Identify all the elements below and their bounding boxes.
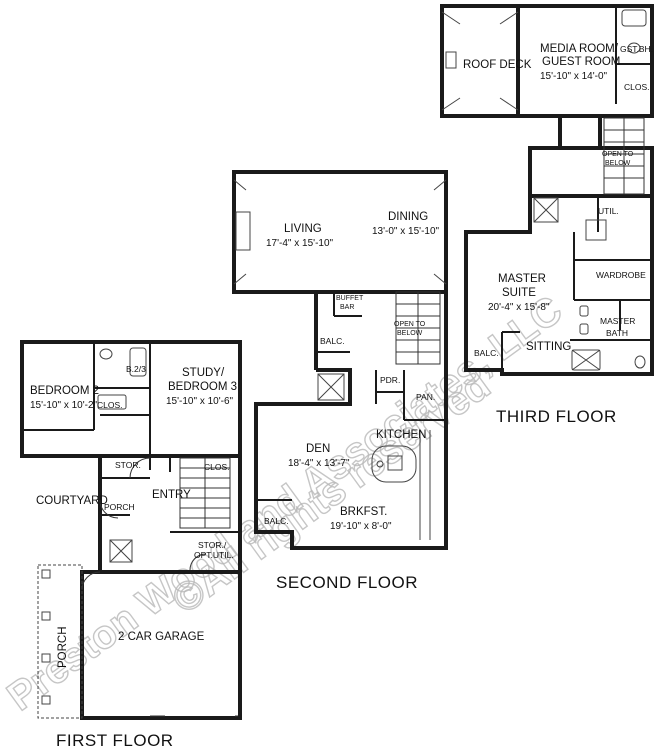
second-floor-mech-box: [317, 373, 345, 401]
third-open-below-label-2: BELOW: [605, 160, 631, 167]
guest-bath-label: GST.BH.: [620, 44, 653, 54]
living-fireplace: [235, 211, 251, 251]
kitchen-counter: [419, 430, 431, 540]
kitchen-label: KITCHEN: [376, 429, 426, 441]
media-dims: 15'-10" x 14'-0": [540, 71, 608, 82]
study-label-1: STUDY/: [182, 367, 225, 379]
media-room-walls: [518, 4, 654, 118]
second-floor-mech-box-x: [317, 373, 345, 401]
kitchen-island: [371, 445, 417, 483]
third-open-below-label-1: OPEN TO: [602, 151, 634, 158]
first-floor-mech-box: [109, 539, 133, 563]
entry-label: ENTRY: [152, 489, 191, 501]
first-floor-bath-fixtures: [97, 347, 147, 410]
third-floor-connector-walls: [528, 116, 654, 198]
stor-util-label-2: OPT.UTIL.: [194, 550, 234, 560]
first-floor-stair: [179, 457, 231, 529]
brkfst-dims: 19'-10" x 8'-0": [330, 521, 392, 532]
sitting-label: SITTING: [526, 341, 571, 353]
first-stor-label: STOR.: [115, 460, 141, 470]
first-floor-mech-box-x: [109, 539, 133, 563]
roof-deck-label: ROOF DECK: [463, 59, 532, 71]
brkfst-label: BRKFST.: [340, 506, 387, 518]
third-floor-title: THIRD FLOOR: [496, 407, 617, 426]
bedroom2-closet-label: CLOS.: [97, 400, 123, 410]
third-floor-mech-box: [533, 197, 559, 223]
master-wing-walls: [464, 194, 654, 376]
master-label-2: SUITE: [502, 287, 536, 299]
pan-label: PAN.: [416, 392, 435, 402]
second-balc-bottom-label: BALC.: [264, 516, 289, 526]
den-dims: 18'-4" x 13'-7": [288, 458, 350, 469]
second-floor-plan: LIVING 17'-4" x 15'-10" DINING 13'-0" x …: [232, 170, 448, 592]
bedroom2-dims: 15'-10" x 10'-2": [30, 400, 98, 411]
second-open-below-label-1: OPEN TO: [394, 321, 426, 328]
dining-label: DINING: [388, 211, 428, 223]
living-label: LIVING: [284, 223, 322, 235]
second-floor-stair: [395, 291, 441, 365]
third-closet-label: CLOS.: [624, 82, 650, 92]
second-balc-top-label: BALC.: [320, 336, 345, 346]
first-bath-label: B.2/3: [126, 364, 146, 374]
den-label: DEN: [306, 443, 330, 455]
master-label-1: MASTER: [498, 273, 546, 285]
wardrobe-label: WARDROBE: [596, 270, 646, 280]
stor-util-label-1: STOR./: [198, 540, 227, 550]
second-floor-interior-walls: [256, 292, 446, 501]
second-floor-lower-walls: [254, 292, 448, 550]
buffet-label-2: BAR: [340, 304, 354, 311]
pdr-label: PDR.: [380, 375, 400, 385]
third-floor-plan: ROOF DECK MEDIA ROOM/ GUEST ROOM 15'-10"…: [440, 4, 654, 426]
master-dims: 20'-4" x 15'-8": [488, 302, 550, 313]
media-label-1: MEDIA ROOM/: [540, 43, 619, 55]
util-label: UTIL.: [598, 206, 619, 216]
second-floor-title: SECOND FLOOR: [276, 573, 418, 592]
third-floor-bath-fixtures: [571, 9, 647, 371]
third-floor-stair: [603, 117, 645, 195]
porch-small-label: PORCH: [104, 502, 135, 512]
living-window-marks: [233, 179, 447, 285]
courtyard-label: COURTYARD: [36, 495, 108, 507]
master-bath-label-1: MASTER: [600, 316, 635, 326]
bedroom2-label: BEDROOM 2: [30, 385, 99, 397]
garage-walls: [80, 570, 242, 720]
living-dims: 17'-4" x 15'-10": [266, 238, 334, 249]
third-floor-interior-walls: [501, 6, 652, 370]
buffet-label-1: BUFFET: [336, 295, 364, 302]
garage-porch-label: PORCH: [57, 626, 69, 668]
media-label-2: GUEST ROOM: [542, 56, 620, 68]
util-washer: [585, 219, 607, 241]
third-balc-label: BALC.: [474, 348, 499, 358]
first-floor-plan: BEDROOM 2 15'-10" x 10'-2" B.2/3 CLOS. S…: [20, 340, 242, 750]
master-bath-label-2: BATH: [606, 328, 628, 338]
second-open-below-label-2: BELOW: [397, 330, 423, 337]
garage-label: 2 CAR GARAGE: [118, 631, 205, 643]
dining-dims: 13'-0" x 15'-10": [372, 226, 440, 237]
study-dims: 15'-10" x 10'-6": [166, 396, 234, 407]
study-label-2: BEDROOM 3: [168, 381, 237, 393]
first-floor-entry-walls: [98, 456, 242, 570]
first-floor-interior-walls: [22, 342, 240, 533]
garage-porch-columns: [37, 564, 83, 719]
study-closet-label: CLOS.: [204, 462, 230, 472]
roof-deck-features: [441, 11, 519, 111]
third-floor-mech-box-x: [533, 197, 559, 223]
first-floor-title: FIRST FLOOR: [56, 731, 174, 750]
